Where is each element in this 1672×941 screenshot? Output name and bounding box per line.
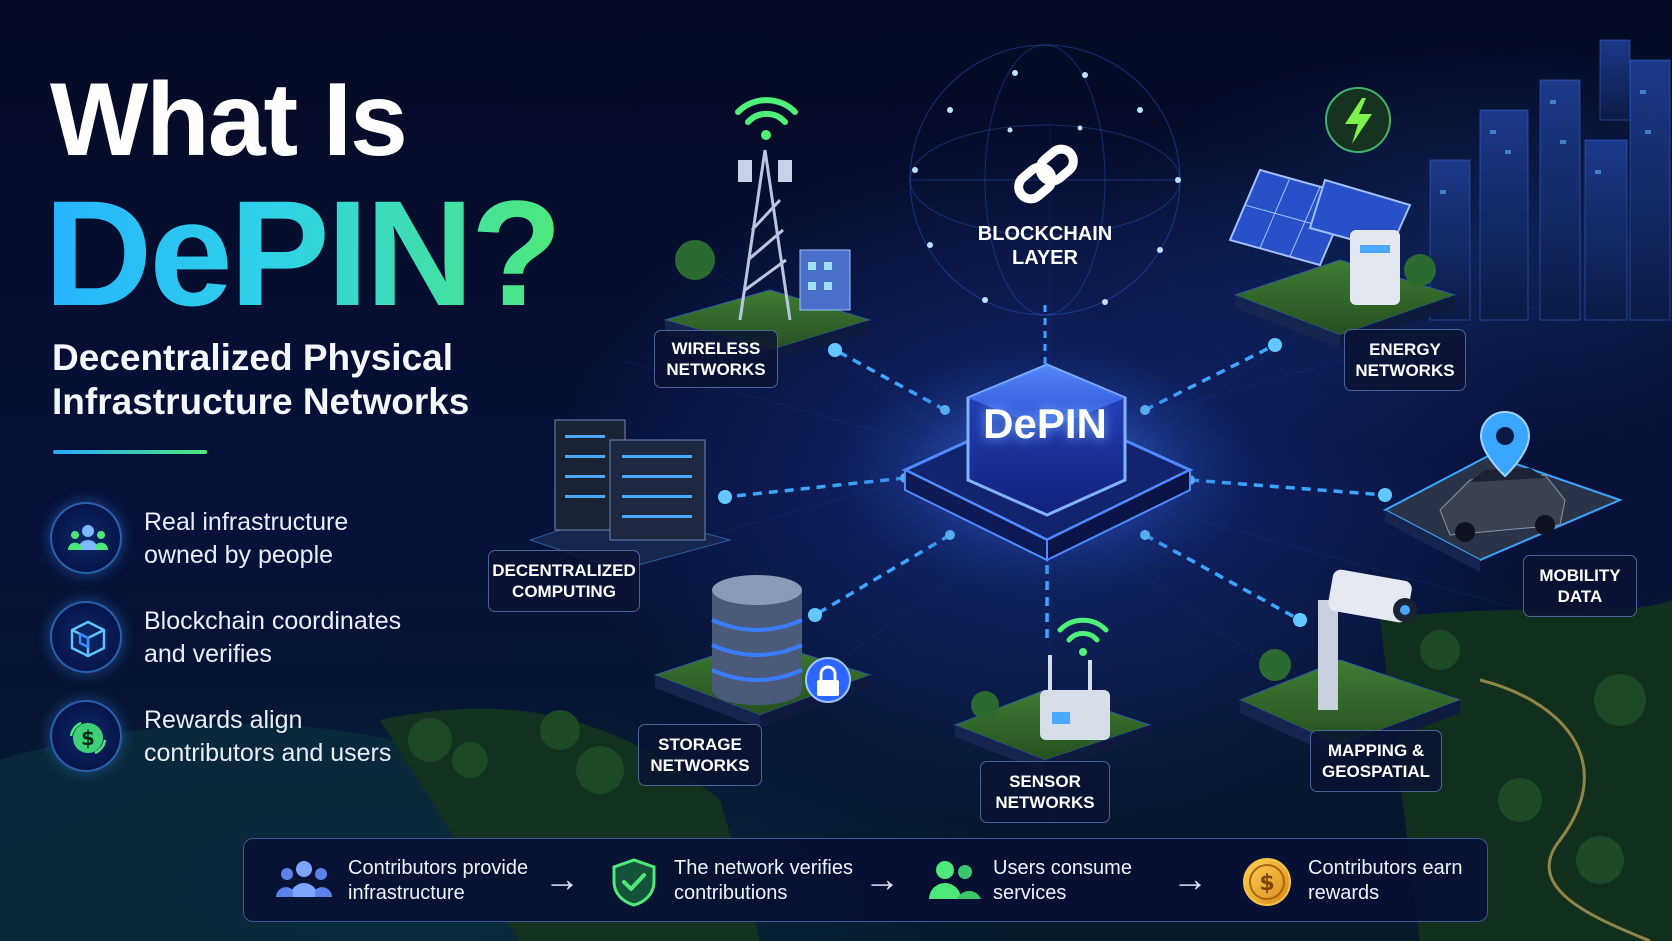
node-label-line2: GEOSPATIAL [1322, 762, 1430, 781]
flow-step-line1: Contributors earn [1308, 857, 1463, 879]
solar-energy [1228, 168, 1457, 348]
flow-step-line2: services [993, 882, 1067, 904]
title-depin: DePIN? [44, 169, 562, 337]
flow-step-users-consume: Users consume services [927, 839, 1197, 923]
server-racks [528, 419, 732, 571]
users-icon [929, 861, 981, 899]
people-icon [276, 861, 332, 897]
feature-rewards-align: $ Rewards align contributors and users [50, 700, 520, 774]
feature-line2: contributors and users [144, 739, 392, 767]
feature-line1: Blockchain coordinates [144, 607, 402, 635]
arrow-right-icon: → [1172, 858, 1208, 899]
dollar-coin-icon: $ [50, 700, 122, 772]
node-label-sensor: SENSOR NETWORKS [980, 761, 1110, 823]
flow-step-contributors-earn: $ Contributors earn rewards [1242, 839, 1482, 923]
feature-real-infrastructure: Real infrastructure owned by people [50, 502, 520, 576]
flow-step-line1: Users consume [993, 857, 1132, 879]
node-label-line2: NETWORKS [666, 360, 766, 379]
flow-step-contributors-provide: Contributors provide infrastructure [276, 839, 546, 923]
node-label-line1: SENSOR [1009, 772, 1081, 791]
node-label-energy: ENERGY NETWORKS [1344, 329, 1466, 391]
process-flow-bar: Contributors provide infrastructure → Th… [243, 838, 1488, 922]
sensor-device [953, 655, 1152, 772]
flow-step-line2: contributions [674, 882, 788, 904]
subtitle-line1: Decentralized Physical [52, 337, 454, 378]
flow-step-line1: The network verifies [674, 857, 853, 879]
feature-line2: and verifies [144, 640, 272, 668]
node-label-line2: NETWORKS [650, 756, 750, 775]
feature-line1: Rewards align [144, 706, 303, 734]
shield-check-icon [612, 858, 656, 907]
lightning-icon [1325, 87, 1391, 153]
title-what-is: What Is [50, 62, 408, 178]
wifi-icon [735, 97, 798, 140]
node-label-line1: MAPPING & [1327, 741, 1425, 760]
blockchain-layer-line1: BLOCKCHAIN [977, 223, 1113, 245]
title-divider [53, 450, 207, 454]
flow-step-network-verifies: The network verifies contributions [610, 839, 880, 923]
subtitle-line2: Infrastructure Networks [52, 381, 470, 422]
feature-line2: owned by people [144, 541, 334, 569]
svg-text:$: $ [81, 726, 95, 750]
hub-label: DePIN [983, 400, 1107, 447]
feature-blockchain-coordinates: Blockchain coordinates and verifies [50, 601, 520, 675]
node-label-line1: DECENTRALIZED [492, 561, 636, 580]
node-label-storage: STORAGE NETWORKS [638, 724, 762, 786]
location-pin-icon [1479, 410, 1531, 478]
node-label-line2: COMPUTING [512, 582, 616, 601]
flow-step-line2: infrastructure [348, 882, 465, 904]
lock-icon [805, 657, 851, 703]
city-windows [1440, 90, 1651, 194]
node-label-line1: ENERGY [1369, 340, 1441, 359]
node-label-line2: NETWORKS [1355, 361, 1455, 380]
chain-link-icon [1014, 144, 1078, 204]
node-label-computing: DECENTRALIZED COMPUTING [488, 550, 640, 612]
arrow-right-icon: → [544, 858, 580, 899]
city-skyline [1429, 39, 1671, 321]
node-label-wireless: WIRELESS NETWORKS [654, 330, 778, 388]
node-label-mobility: MOBILITY DATA [1523, 555, 1637, 617]
flow-step-line2: rewards [1308, 882, 1380, 904]
gold-coin-icon: $ [1243, 858, 1291, 906]
people-icon [50, 502, 122, 574]
node-label-mapping: MAPPING & GEOSPATIAL [1310, 730, 1442, 792]
feature-line1: Real infrastructure [144, 508, 349, 536]
node-label-line1: MOBILITY [1539, 566, 1621, 585]
node-label-line1: STORAGE [658, 735, 742, 754]
node-label-line1: WIRELESS [671, 339, 761, 358]
blockchain-layer-label: BLOCKCHAIN LAYER [970, 222, 1120, 270]
depin-hub [837, 350, 1257, 590]
svg-text:$: $ [1259, 871, 1274, 896]
subtitle: Decentralized Physical Infrastructure Ne… [52, 336, 572, 424]
node-label-line2: DATA [1557, 587, 1603, 606]
arrow-right-icon: → [864, 858, 900, 899]
storage-database [653, 575, 872, 728]
flow-step-line1: Contributors provide [348, 857, 529, 879]
sensor-wifi-icon [1057, 617, 1109, 656]
blockchain-sphere [909, 44, 1181, 316]
cube-icon [50, 601, 122, 673]
blockchain-layer-line2: LAYER [1012, 247, 1078, 269]
node-label-line2: NETWORKS [995, 793, 1095, 812]
